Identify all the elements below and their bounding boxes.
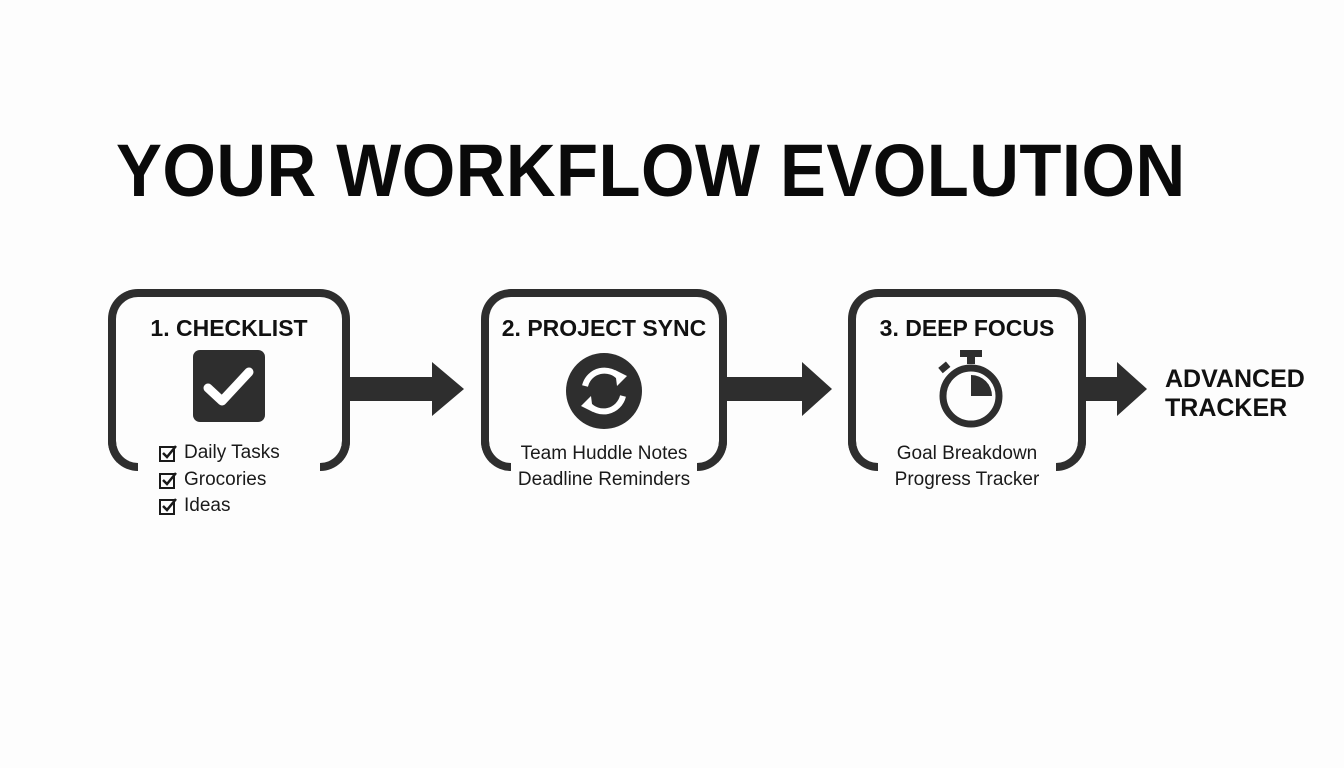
arrow-right-icon <box>1083 362 1147 416</box>
checked-box-icon <box>159 471 177 489</box>
stage-title: 3. DEEP FOCUS <box>879 315 1055 341</box>
final-line-1: ADVANCED <box>1165 365 1305 393</box>
stage-title: 1. CHECKLIST <box>150 315 308 341</box>
list-item: Progress Tracker <box>894 469 1040 490</box>
list-item: Deadline Reminders <box>517 469 691 490</box>
list-item: Daily Tasks <box>158 440 280 467</box>
sync-icon <box>565 352 643 435</box>
stopwatch-icon <box>934 350 1006 435</box>
box-corner <box>481 441 511 471</box>
stage-deep-focus: 3. DEEP FOCUS <box>848 289 1086 471</box>
checklist-items: Daily Tasks Grocories Ideas <box>158 440 280 520</box>
checkbox-icon <box>193 350 265 427</box>
stage-checklist: 1. CHECKLIST <box>108 289 350 471</box>
item-label: Daily Tasks <box>184 442 280 463</box>
list-item: Grocories <box>158 467 280 494</box>
box-corner <box>848 441 878 471</box>
stage-items: Goal Breakdown Progress Tracker <box>848 441 1086 493</box>
list-item: Ideas <box>158 493 280 520</box>
checked-box-icon <box>159 498 177 516</box>
final-line-2: TRACKER <box>1165 394 1288 422</box>
checked-box-icon <box>159 445 177 463</box>
stage-title: 2. PROJECT SYNC <box>501 315 707 341</box>
stage-items: Team Huddle Notes Deadline Reminders <box>481 441 727 493</box>
arrow-right-icon <box>724 362 832 416</box>
list-item: Team Huddle Notes <box>520 443 688 464</box>
list-item: Goal Breakdown <box>896 443 1038 464</box>
arrow-right-icon <box>348 362 464 416</box>
item-label: Grocories <box>184 468 267 490</box>
box-corner <box>320 441 350 471</box>
box-corner <box>108 441 138 471</box>
diagram-title: YOUR WORKFLOW EVOLUTION <box>116 129 1186 212</box>
final-stage-label: ADVANCED TRACKER <box>1165 365 1305 423</box>
item-label: Ideas <box>184 495 231 516</box>
